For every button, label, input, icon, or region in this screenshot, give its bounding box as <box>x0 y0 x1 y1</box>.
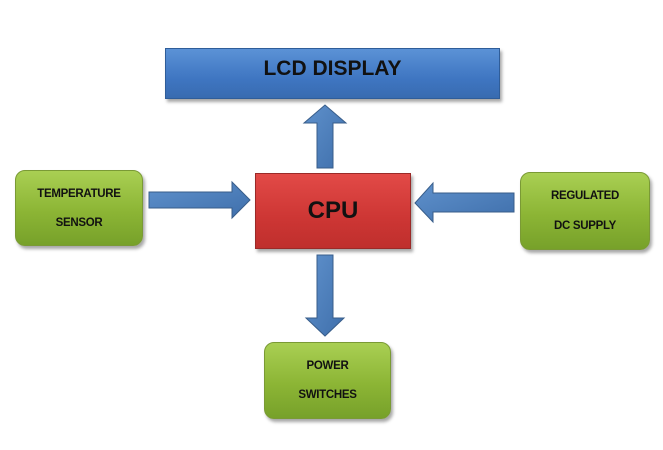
cpu-label: CPU <box>307 197 359 224</box>
temperature-sensor-label-line2: SENSOR <box>55 216 103 229</box>
power-switches-label-line2: SWITCHES <box>298 389 357 402</box>
lcd-display-block: LCD DISPLAY <box>165 48 500 99</box>
regulated-supply-label-line2: DC SUPPLY <box>553 220 617 232</box>
regulated-dc-supply-block: REGULATED DC SUPPLY <box>520 172 650 250</box>
arrow-supply-to-cpu <box>414 181 515 224</box>
arrow-sensor-to-cpu <box>148 180 251 220</box>
arrow-cpu-to-switches <box>304 254 346 337</box>
regulated-supply-label-line1: REGULATED <box>550 190 619 202</box>
power-switches-label-line1: POWER <box>306 359 349 372</box>
temperature-sensor-block: TEMPERATURE SENSOR <box>15 170 143 246</box>
temperature-sensor-label-line1: TEMPERATURE <box>37 187 121 200</box>
power-switches-block: POWER SWITCHES <box>264 342 391 419</box>
lcd-display-label: LCD DISPLAY <box>263 57 402 80</box>
arrow-cpu-to-lcd <box>302 104 348 169</box>
cpu-block: CPU <box>255 173 411 249</box>
